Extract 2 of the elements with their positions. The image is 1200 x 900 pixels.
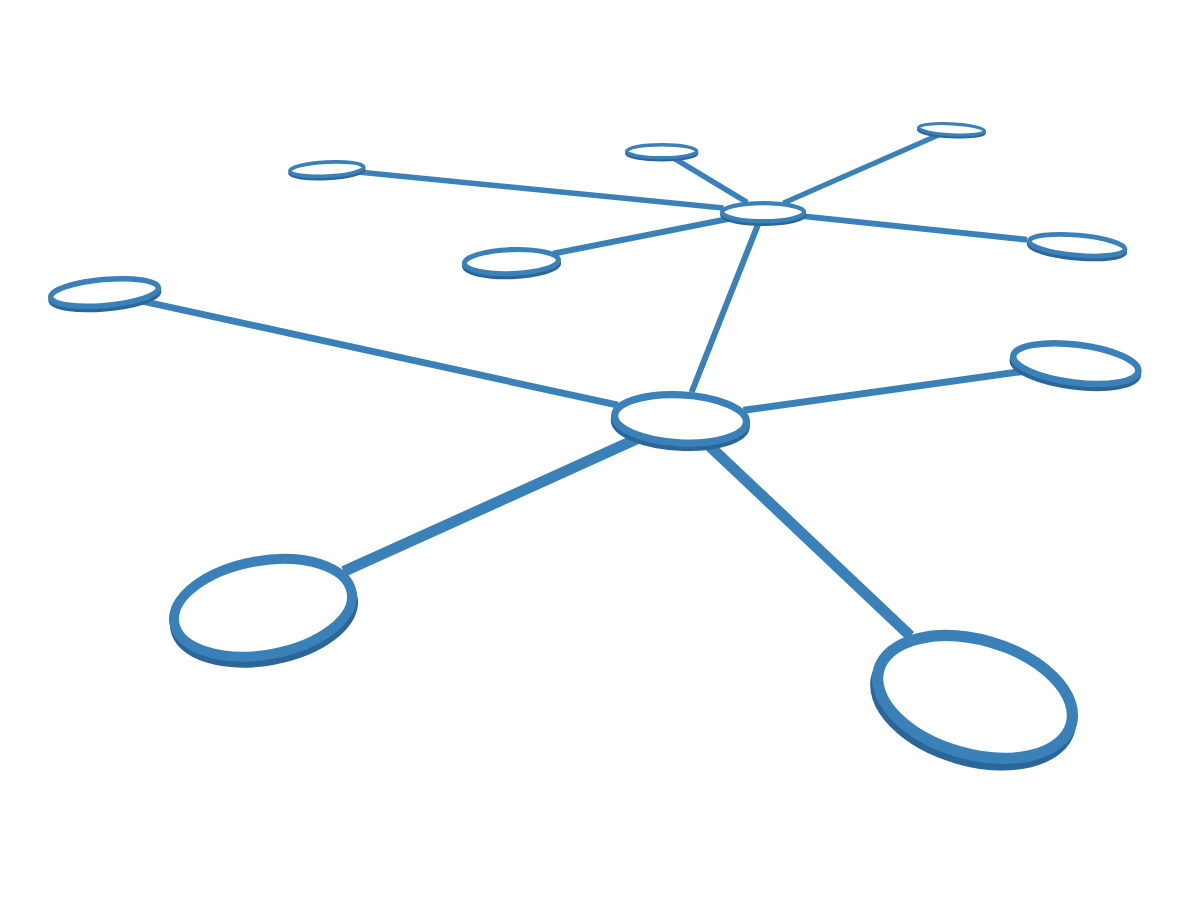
connector-line [801,213,1028,243]
connector-line [357,169,724,211]
